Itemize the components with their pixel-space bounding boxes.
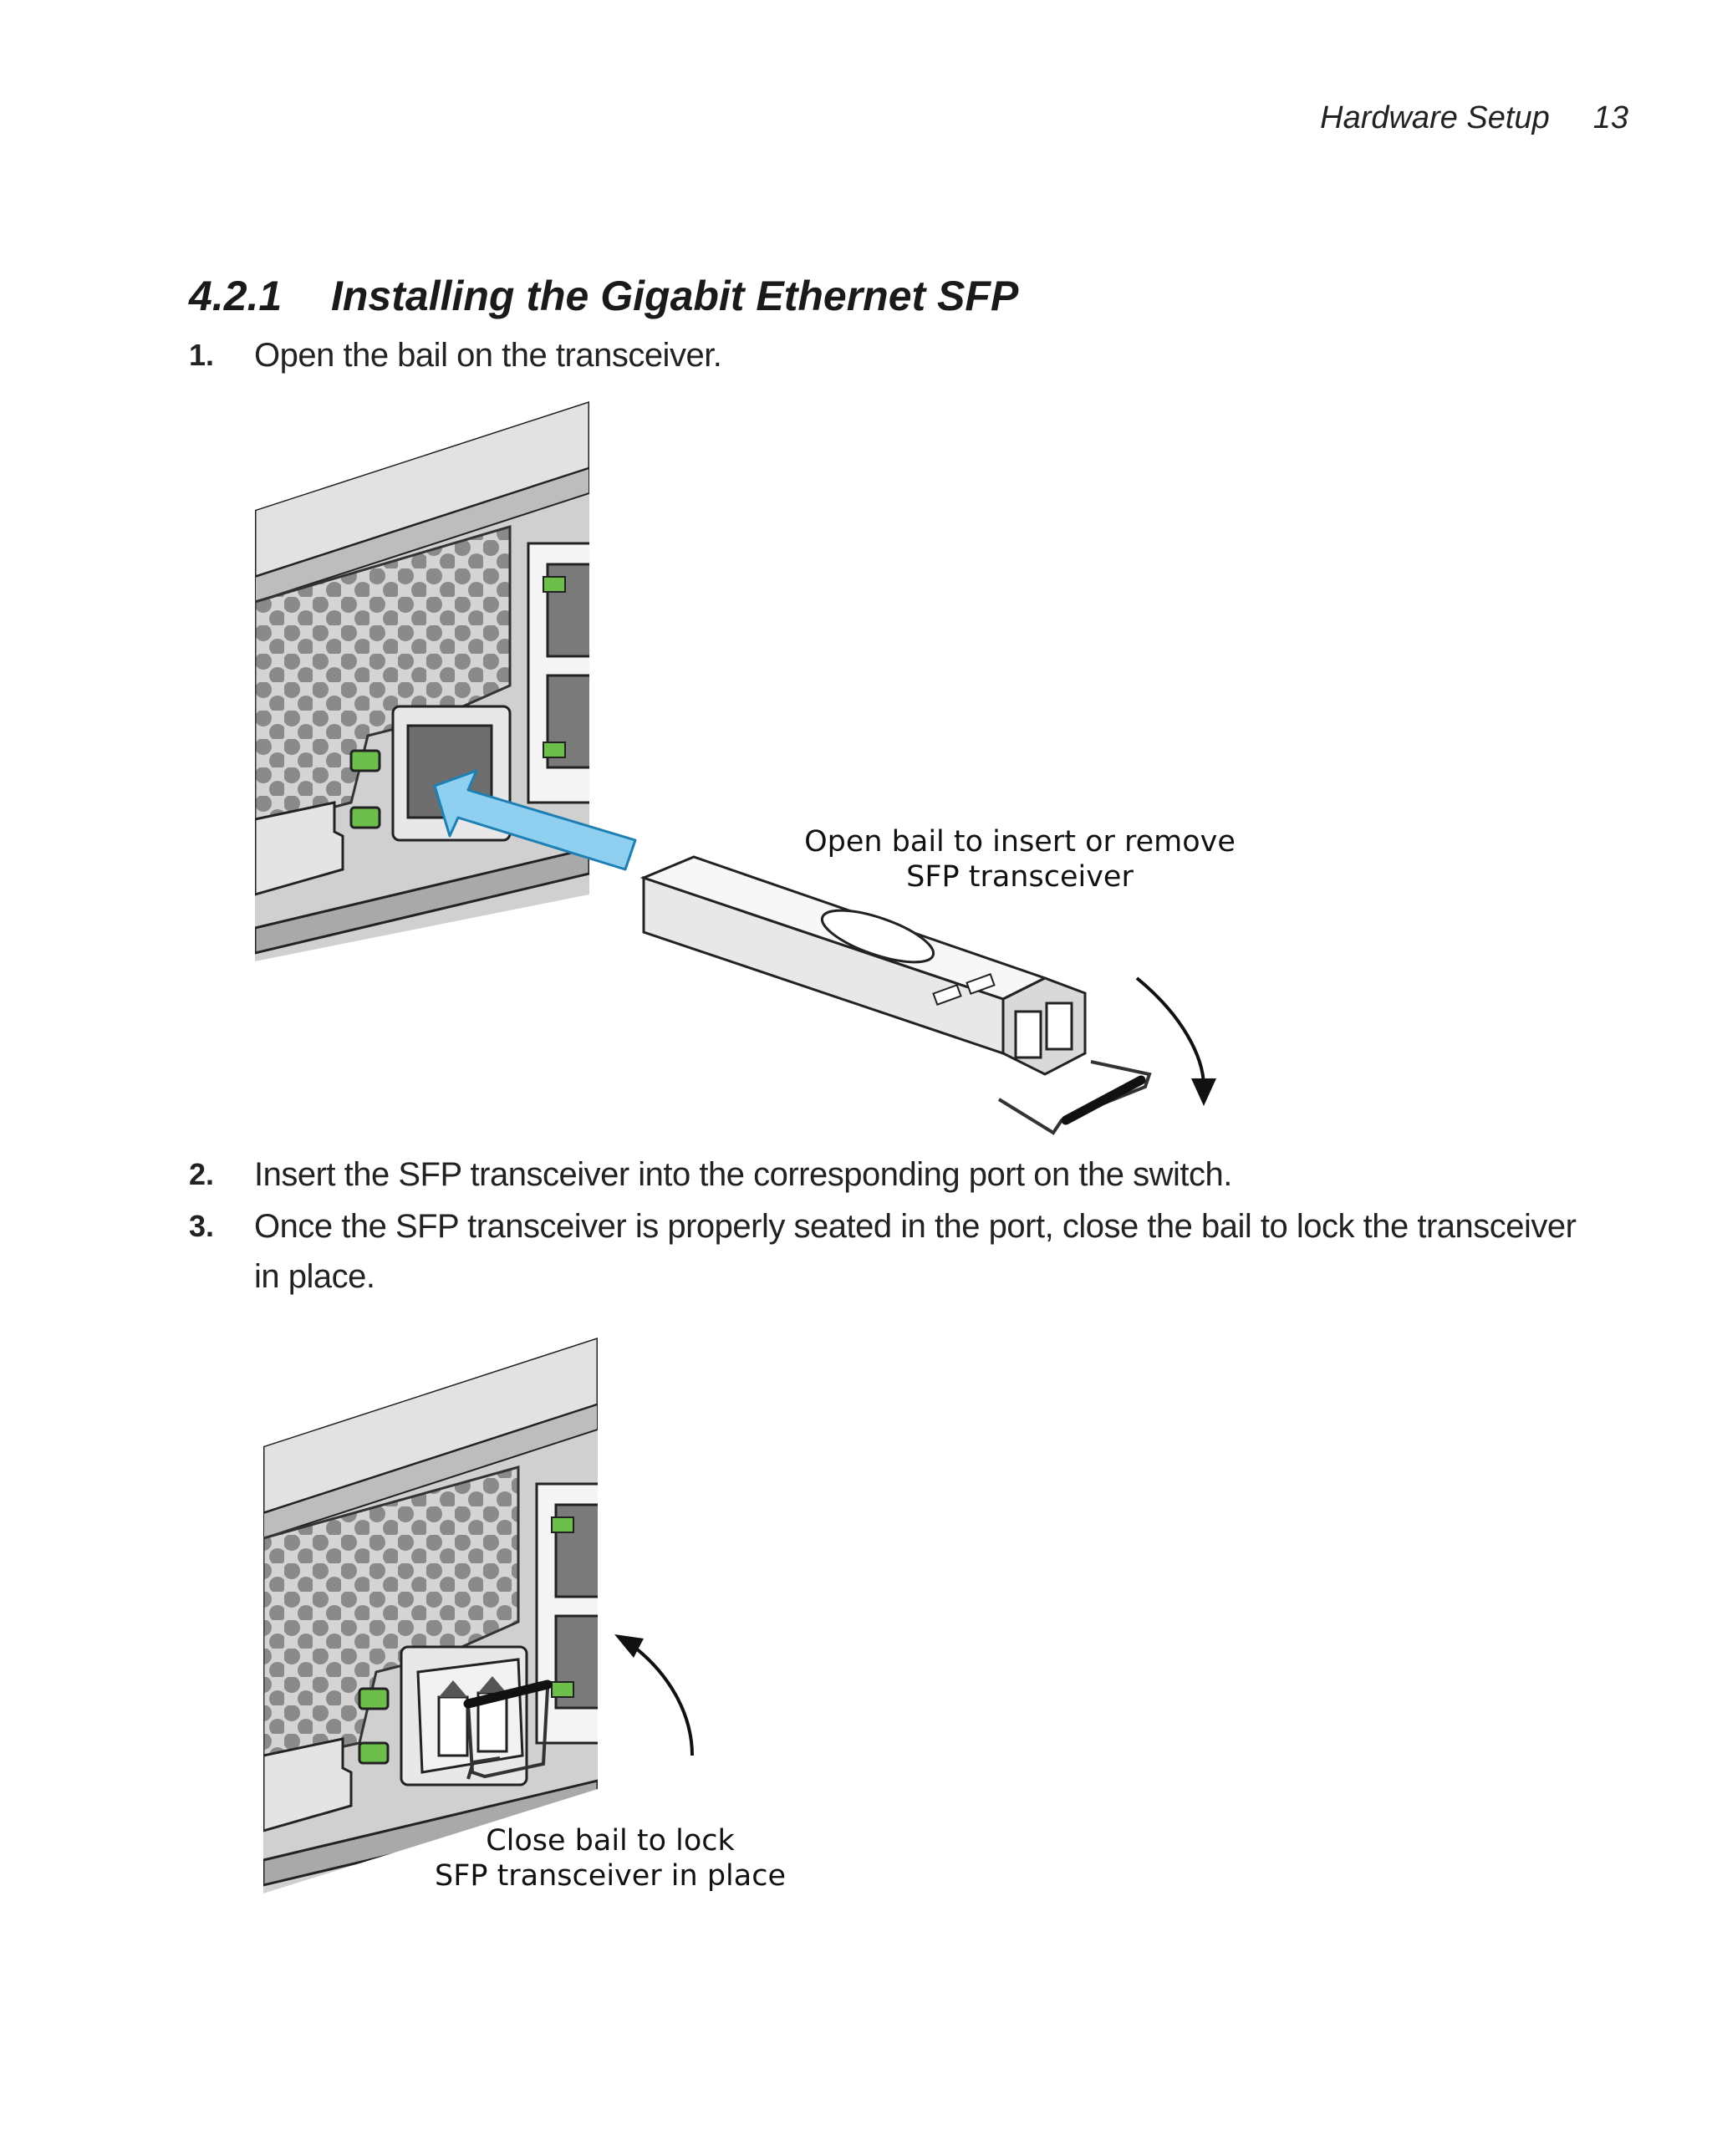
port-led [551,1681,574,1698]
figure-caption-line: Open bail to insert or remove [804,825,1236,859]
step-text: Insert the SFP transceiver into the corr… [254,1156,1232,1193]
step-number: 2. [189,1157,215,1191]
step-text: Open the bail on the transceiver. [254,337,722,374]
figure-caption-line: SFP transceiver in place [435,1859,786,1893]
port-led [551,1516,574,1533]
page-number: 13 [1592,100,1628,135]
step-2: 2. Insert the SFP transceiver into the c… [189,1149,1593,1200]
switch-chassis [263,1338,598,1894]
figure-close-bail: Close bail to lock SFP transceiver in pl… [263,1338,786,1894]
bail-latch-closed [463,1679,553,1779]
header-section-title: Hardware Setup [1320,100,1550,135]
section-number: 4.2.1 [189,273,283,319]
port-led [543,742,566,758]
bracket-tab [263,1737,353,1832]
port-led [543,576,566,593]
figure-open-bail: Open bail to insert or remove SFP transc… [255,401,1236,1135]
step-number: 3. [189,1209,215,1243]
step-3: 3. Once the SFP transceiver is properly … [189,1201,1593,1302]
figure-caption-line: SFP transceiver [906,860,1134,894]
sfp-transceiver [639,855,1087,1076]
curved-arrow-up [614,1634,694,1756]
section-heading: 4.2.1 Installing the Gigabit Ethernet SFP [189,272,1018,320]
insertion-arrow [433,769,637,871]
rj45-port-1 [546,563,589,658]
bracket-tab [255,801,344,896]
step-number: 1. [189,338,215,372]
running-header: Hardware Setup 13 [1320,100,1628,136]
bail-latch-open [997,1060,1152,1135]
section-title: Installing the Gigabit Ethernet SFP [331,273,1019,319]
switch-chassis [255,401,589,961]
curved-arrow-down [1135,976,1216,1106]
figure-caption-line: Close bail to lock [486,1824,735,1858]
step-text: Once the SFP transceiver is properly sea… [254,1208,1577,1295]
step-1: 1. Open the bail on the transceiver. [189,330,1593,380]
